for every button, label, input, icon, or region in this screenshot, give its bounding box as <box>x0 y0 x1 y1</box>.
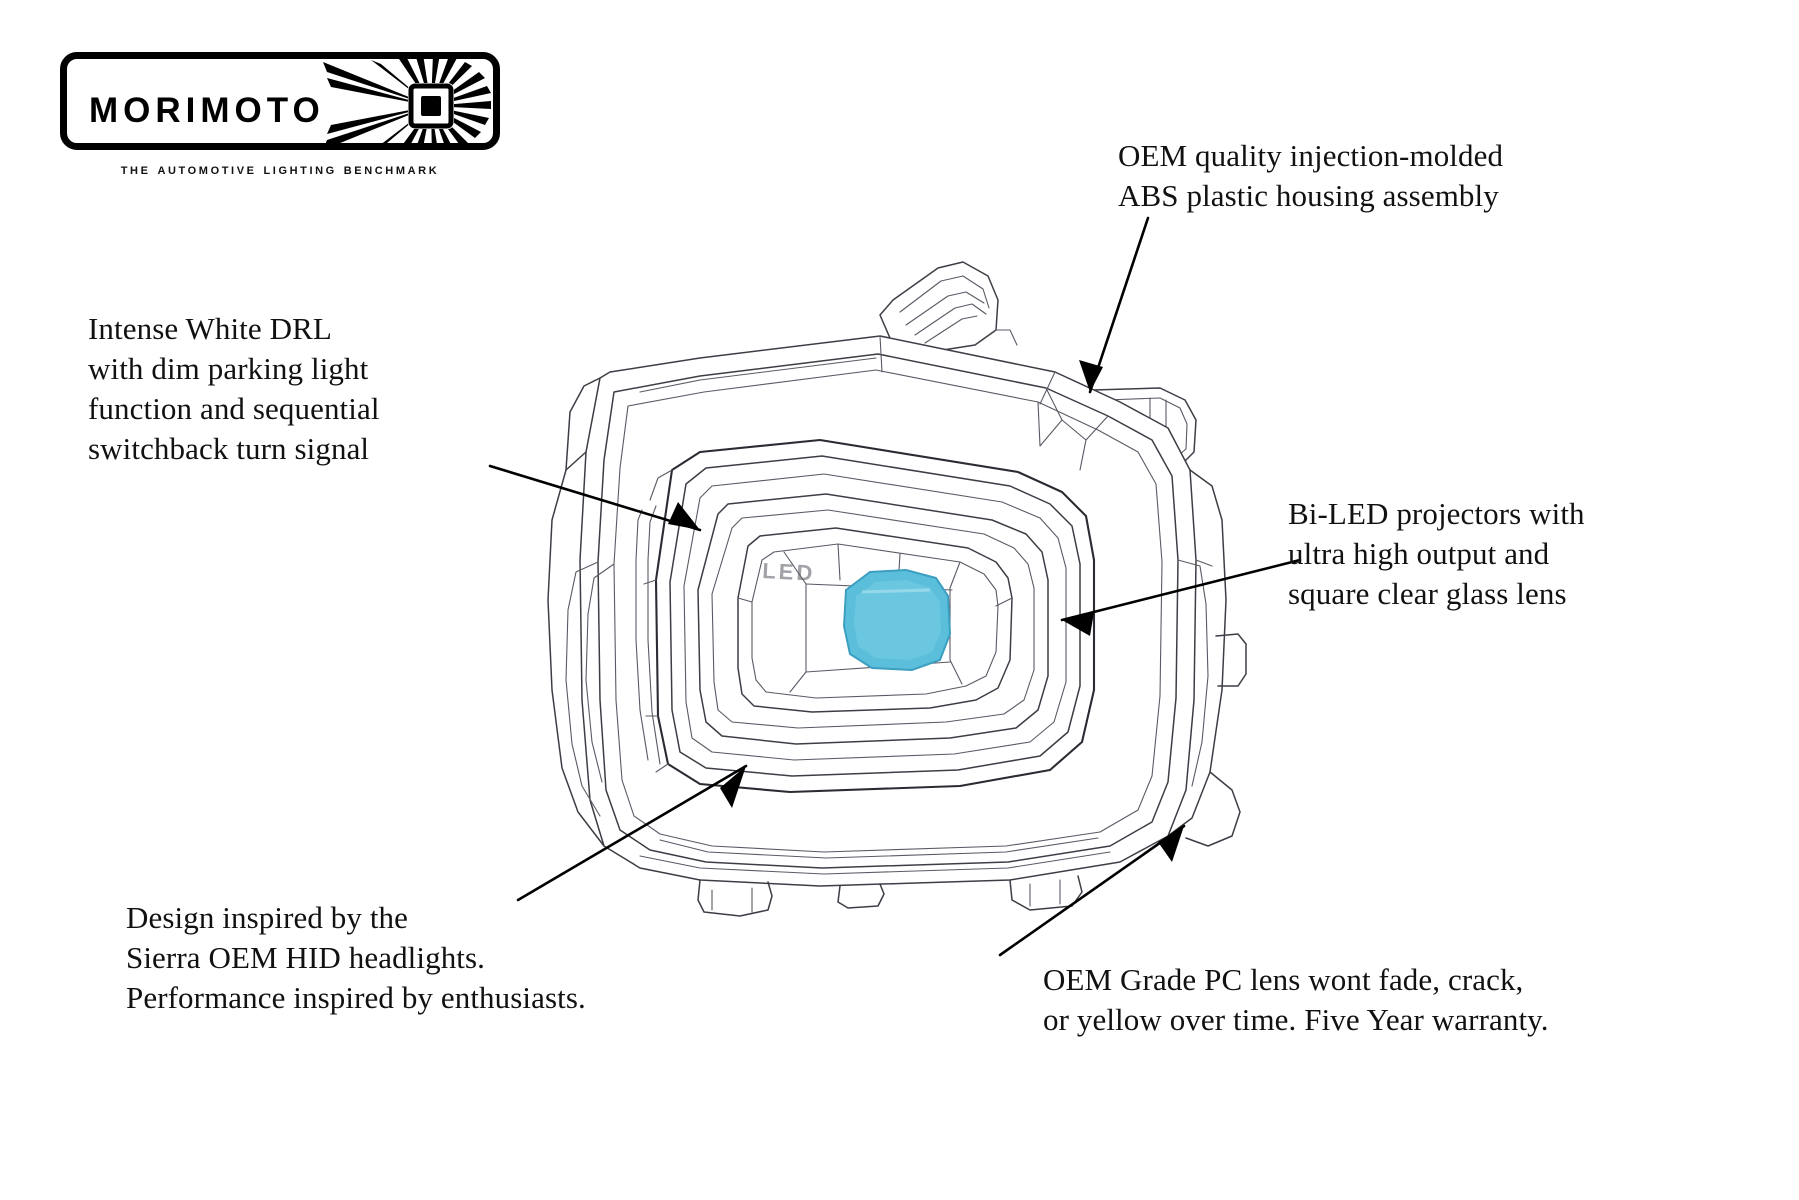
sunburst-led-icon <box>323 59 491 143</box>
housing-left-fins <box>643 469 673 773</box>
logo-frame: Morimoto <box>60 52 500 150</box>
annotation-design: Design inspired by the Sierra OEM HID he… <box>126 900 586 1015</box>
housing-bottom-rail <box>639 837 1111 875</box>
led-bezel-text: LED <box>762 558 816 586</box>
morimoto-logo: Morimoto <box>60 52 500 179</box>
leader-projector <box>1060 558 1302 636</box>
housing-upper-right-facets <box>1037 387 1109 471</box>
housing-left-edge <box>547 377 661 847</box>
mounting-tabs-lower <box>697 875 1083 917</box>
svg-text:LED: LED <box>762 558 816 586</box>
drl-light-bar-inner <box>697 493 1049 745</box>
annotation-housing: OEM quality injection-molded ABS plastic… <box>1118 138 1504 213</box>
housing-top-lip <box>639 335 1056 405</box>
drl-light-bar-outer <box>654 438 1096 794</box>
leader-pc-lens <box>998 824 1186 957</box>
leader-drl <box>488 464 702 532</box>
logo-wordmark: Morimoto <box>89 77 325 133</box>
projector-lens <box>842 568 952 672</box>
housing-right-edge <box>1167 469 1247 847</box>
logo-tagline: The Automotive Lighting Benchmark <box>120 161 440 178</box>
annotation-pc-lens: OEM Grade PC lens wont fade, crack, or y… <box>1043 962 1549 1037</box>
leader-design <box>516 764 748 902</box>
leader-housing <box>1079 216 1150 394</box>
annotation-drl: Intense White DRL with dim parking light… <box>88 311 380 466</box>
annotation-projector: Bi-LED projectors with ultra high output… <box>1288 496 1585 611</box>
